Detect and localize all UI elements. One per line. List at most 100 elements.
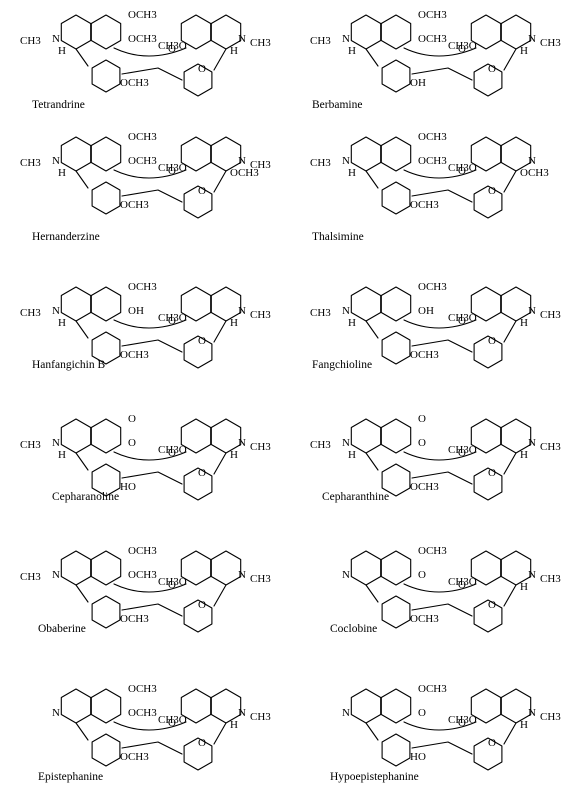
lower-ether-bridge [411,339,473,353]
structure-label: O [198,335,206,347]
left-piperidine-ring [350,688,382,724]
structure-label: CH3O [448,312,477,324]
structure-label: N [342,707,350,719]
right-methylene [213,584,227,607]
structure-label: CH3 [310,439,331,451]
right-aromatic-ring [470,418,502,454]
structure-label: OCH3 [410,613,439,625]
left-aromatic-ring [380,550,412,586]
structure-label: O [488,335,496,347]
right-methylene [503,452,517,475]
structure-label: O [458,447,466,459]
structure-label: OCH3 [418,155,447,167]
left-methylene [75,584,89,603]
upper-ether-bridge [403,319,477,329]
structure-label: CH3O [448,40,477,52]
structure-label: OCH3 [120,751,149,763]
left-methylene [365,722,379,741]
structure-label: CH3O [158,444,187,456]
structure-label: OCH3 [120,613,149,625]
structure-label: CH3 [540,573,561,585]
structure-label: O [168,43,176,55]
compound-name: Cepharanoline [52,491,119,503]
structure-label: CH3 [310,307,331,319]
left-benzyl-ring [91,59,121,93]
structure-label: H [230,449,238,461]
structure-label: H [58,167,66,179]
right-piperidine-ring [500,688,532,724]
right-aromatic-ring [470,14,502,50]
lower-ether-bridge [121,741,183,755]
structure-label: O [128,437,136,449]
structure-label: OCH3 [120,349,149,361]
structure-label: O [168,717,176,729]
structure-label: CH3 [250,573,271,585]
left-aromatic-ring [90,286,122,322]
structure-label: N [528,707,536,719]
structure-label: N [528,569,536,581]
left-aromatic-ring [90,136,122,172]
structure-label: O [198,599,206,611]
structure-label: H [58,449,66,461]
structure-label: O [458,165,466,177]
structure-label: O [418,707,426,719]
structure-label: CH3 [540,37,561,49]
compound-name: Cepharanthine [322,491,389,503]
structure-label: O [168,165,176,177]
structure-label: N [52,569,60,581]
structure-label: H [520,449,528,461]
structure-label: N [342,155,350,167]
structure-label: CH3O [448,444,477,456]
compound-name: Fangchioline [312,359,372,371]
structure-label: O [128,413,136,425]
left-piperidine-ring [60,14,92,50]
right-methylene [503,722,517,745]
structure-label: OCH3 [418,683,447,695]
structure-label: N [342,437,350,449]
upper-ether-bridge [113,319,187,329]
left-piperidine-ring [60,286,92,322]
right-benzyl-ring [183,737,213,771]
compound-name: Thalsimine [312,231,364,243]
structure-label: O [458,43,466,55]
right-benzyl-ring [473,737,503,771]
left-piperidine-ring [350,418,382,454]
right-piperidine-ring [500,418,532,454]
left-aromatic-ring [380,688,412,724]
structure-label: H [58,45,66,57]
lower-ether-bridge [121,189,183,203]
structure-label: O [168,579,176,591]
lower-ether-bridge [121,339,183,353]
right-aromatic-ring [180,14,212,50]
structure-label: O [198,737,206,749]
right-benzyl-ring [473,335,503,369]
upper-ether-bridge [113,47,187,57]
left-benzyl-ring [381,331,411,365]
lower-ether-bridge [121,471,183,485]
left-benzyl-ring [381,463,411,497]
upper-ether-bridge [113,451,187,461]
right-benzyl-ring [183,185,213,219]
compound-name: Hanfangichin B [32,359,105,371]
compound-name: Coclobine [330,623,377,635]
right-aromatic-ring [470,550,502,586]
lower-ether-bridge [121,603,183,617]
right-piperidine-ring [500,550,532,586]
structure-label: OH [410,77,426,89]
left-methylene [75,170,89,189]
right-aromatic-ring [180,136,212,172]
left-aromatic-ring [90,418,122,454]
structure-label: CH3O [158,714,187,726]
right-benzyl-ring [183,335,213,369]
structure-label: H [520,317,528,329]
left-aromatic-ring [90,14,122,50]
structure-label: N [238,707,246,719]
left-piperidine-ring [60,136,92,172]
structure-label: N [238,569,246,581]
structure-label: CH3O [158,312,187,324]
left-aromatic-ring [380,136,412,172]
left-methylene [365,584,379,603]
